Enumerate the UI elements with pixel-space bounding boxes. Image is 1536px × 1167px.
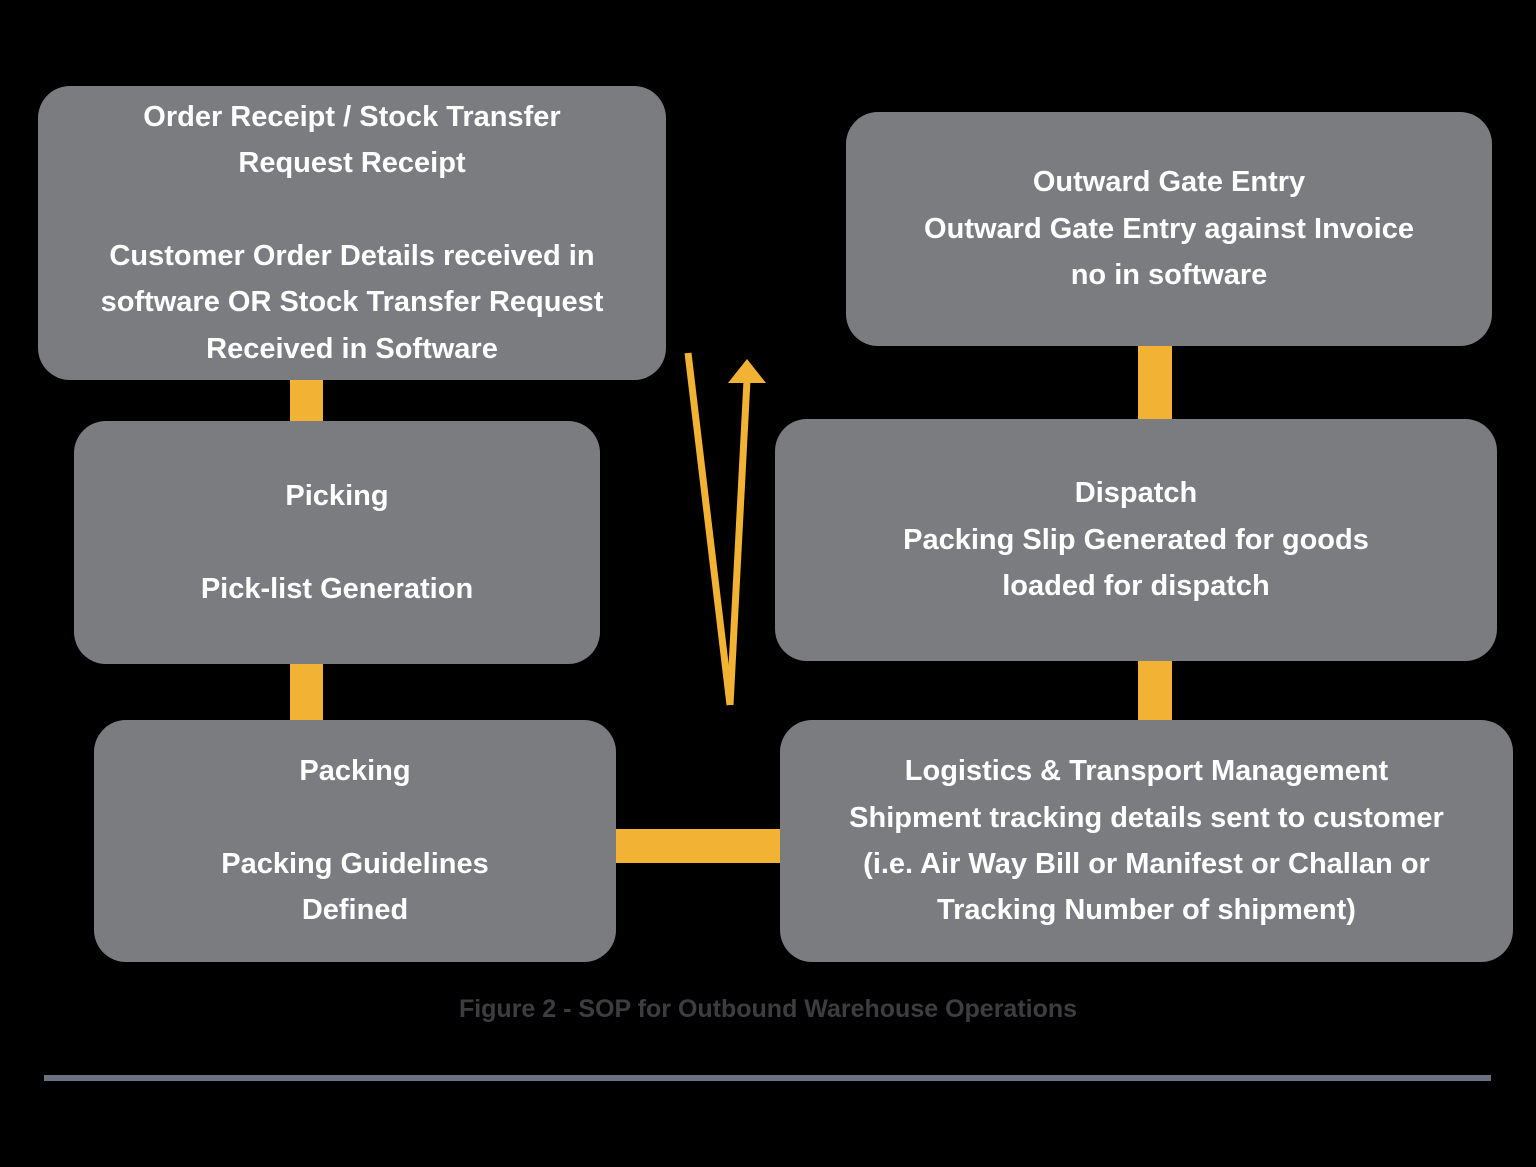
upward-flow-arrow-icon	[684, 352, 766, 706]
flow-box-logistics: Logistics & Transport Management Shipmen…	[780, 720, 1513, 962]
flow-box-logistics-label: Logistics & Transport Management Shipmen…	[849, 755, 1444, 927]
flow-box-outward-gate-entry-label: Outward Gate Entry Outward Gate Entry ag…	[924, 166, 1414, 292]
flow-box-outward-gate-entry: Outward Gate Entry Outward Gate Entry ag…	[846, 112, 1492, 346]
connector-dispatch-to-outward-gate	[1138, 335, 1172, 429]
flow-box-packing: Packing Packing Guidelines Defined	[94, 720, 616, 962]
figure-caption: Figure 2 - SOP for Outbound Warehouse Op…	[458, 995, 1078, 1023]
flow-box-picking-label: Picking Pick-list Generation	[200, 479, 474, 605]
flow-box-order-receipt: Order Receipt / Stock Transfer Request R…	[38, 86, 666, 380]
flow-box-packing-label: Packing Packing Guidelines Defined	[221, 755, 489, 927]
flow-box-dispatch-label: Dispatch Packing Slip Generated for good…	[903, 477, 1369, 603]
bottom-divider-line	[44, 1075, 1491, 1081]
flow-box-picking: Picking Pick-list Generation	[74, 421, 600, 664]
connector-packing-to-logistics	[606, 829, 790, 863]
connector-logistics-to-dispatch	[1138, 650, 1172, 732]
connector-picking-to-packing	[290, 652, 323, 732]
flow-box-order-receipt-label: Order Receipt / Stock Transfer Request R…	[100, 100, 604, 365]
flow-box-dispatch: Dispatch Packing Slip Generated for good…	[775, 419, 1497, 661]
